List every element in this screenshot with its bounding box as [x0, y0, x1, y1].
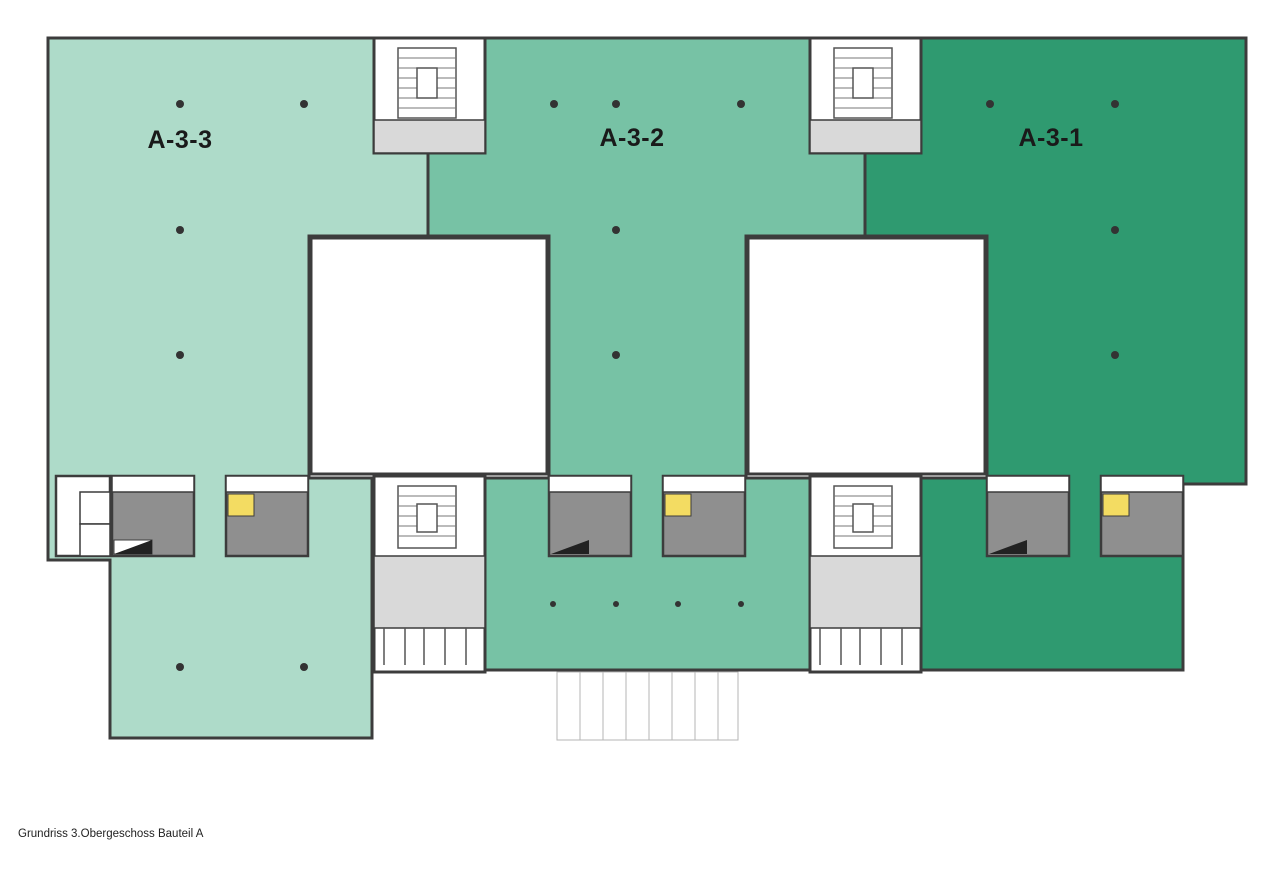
accessible-wc-middle: [664, 493, 692, 517]
stair-core-bottom-right: [808, 474, 923, 674]
stair-core-bottom-left: [372, 474, 487, 674]
plan-caption: Grundriss 3.Obergeschoss Bauteil A: [18, 828, 204, 840]
courtyard-left: [309, 236, 549, 476]
floor-plan: A-3-3 A-3-2 A-3-1: [46, 36, 1248, 741]
wc-block-middle: [547, 474, 747, 558]
courtyard-right: [746, 236, 987, 476]
accessible-wc-right: [1102, 493, 1130, 517]
accessible-wc-left: [227, 493, 255, 517]
stair-core-top-right: [808, 36, 923, 155]
unit-label-a-3-2: A-3-2: [599, 124, 664, 152]
unit-label-a-3-3: A-3-3: [147, 126, 212, 154]
unit-label-a-3-1: A-3-1: [1018, 124, 1083, 152]
structural-columns: [176, 100, 1119, 671]
exterior-steps: [556, 671, 739, 741]
stair-core-top-left: [372, 36, 487, 155]
wc-block-right: [985, 474, 1185, 558]
wc-block-left: [54, 474, 310, 558]
